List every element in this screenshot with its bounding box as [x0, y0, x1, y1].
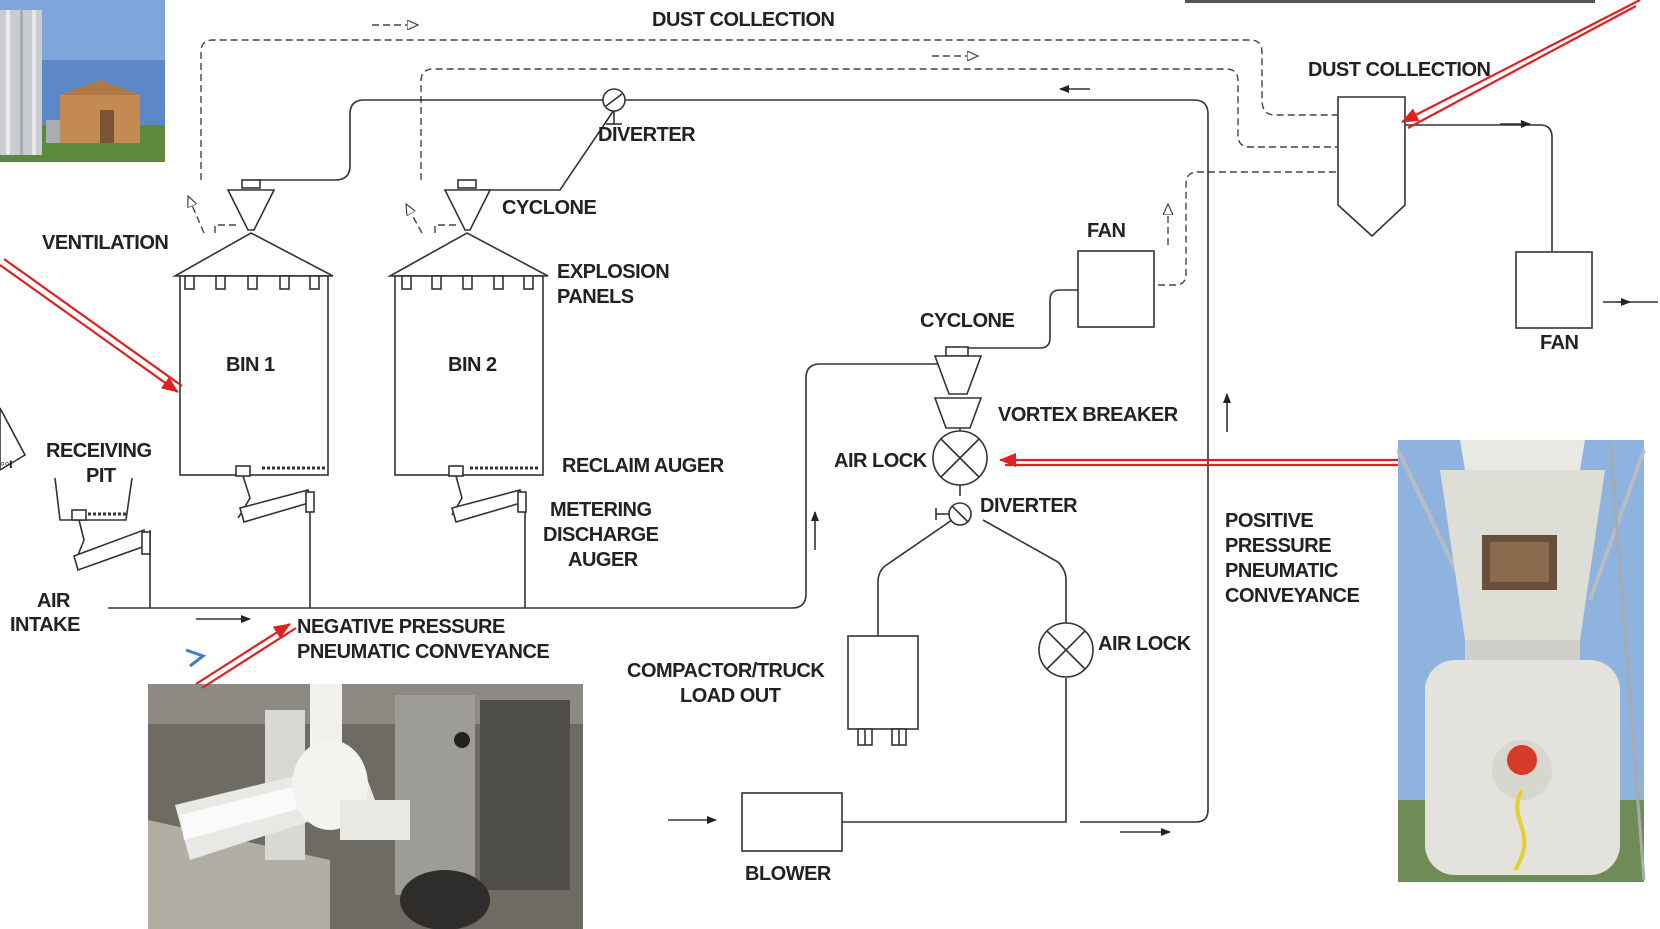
- label-positive-1: POSITIVE: [1225, 510, 1313, 532]
- label-dust-collection-top: DUST COLLECTION: [652, 9, 835, 31]
- diverter-mid: [935, 502, 972, 526]
- negative-pressure-line: [108, 120, 1658, 609]
- label-air-lock-low: AIR LOCK: [1098, 633, 1192, 655]
- label-reclaim-auger: RECLAIM AUGER: [562, 455, 725, 477]
- label-cyclone-bins: CYCLONE: [502, 197, 596, 219]
- fan-right: [1515, 251, 1593, 329]
- label-air-lock-mid: AIR LOCK: [834, 450, 928, 472]
- annotation-arrows: [0, 0, 1641, 689]
- label-air-intake-1: AIR: [37, 590, 71, 612]
- label-blower: BLOWER: [745, 863, 832, 885]
- label-positive-2: PRESSURE: [1225, 535, 1331, 557]
- label-air-intake-2: INTAKE: [10, 614, 80, 636]
- label-positive-3: PNEUMATIC: [1225, 560, 1338, 582]
- label-explosion-2: PANELS: [557, 286, 634, 308]
- label-ventilation: VENTILATION: [42, 232, 168, 254]
- silo-photo: [0, 0, 165, 162]
- label-positive-4: CONVEYANCE: [1225, 585, 1359, 607]
- label-dust-collection-right: DUST COLLECTION: [1308, 59, 1491, 81]
- label-receiving-1: RECEIVING: [46, 440, 152, 462]
- dust-collection-ducts: [188, 25, 1338, 286]
- compactor-truck: [847, 635, 919, 746]
- bin-1: [171, 179, 334, 523]
- diverter-top: [602, 88, 626, 125]
- mid-cyclone: [933, 346, 983, 429]
- label-fan-mid: FAN: [1087, 220, 1126, 242]
- bin-2: [386, 179, 549, 523]
- label-explosion-1: EXPLOSION: [557, 261, 669, 283]
- label-bin-2: BIN 2: [448, 354, 497, 376]
- pipe-tunnel-photo: [148, 684, 583, 929]
- label-compactor-2: LOAD OUT: [680, 685, 781, 707]
- label-bin-1: BIN 1: [226, 354, 275, 376]
- label-metering-2: DISCHARGE: [543, 524, 659, 546]
- fan-mid: [1077, 250, 1155, 328]
- label-cyclone-mid: CYCLONE: [920, 310, 1014, 332]
- cyclone-airlock-photo: [1396, 439, 1646, 882]
- label-vortex-breaker: VORTEX BREAKER: [998, 404, 1179, 426]
- positive-pressure-line: [196, 85, 1231, 836]
- label-negative-2: PNEUMATIC CONVEYANCE: [297, 641, 549, 663]
- blue-chevron-icon: [185, 648, 207, 668]
- blower: [741, 792, 843, 852]
- label-diverter-mid: DIVERTER: [980, 495, 1078, 517]
- label-compactor-1: COMPACTOR/TRUCK: [627, 660, 825, 682]
- label-metering-1: METERING: [550, 499, 652, 521]
- label-diverter-top: DIVERTER: [598, 124, 696, 146]
- label-fan-right: FAN: [1540, 332, 1579, 354]
- air-lock-mid: [932, 428, 988, 496]
- label-negative-1: NEGATIVE PRESSURE: [297, 616, 505, 638]
- air-lock-low: [1038, 622, 1094, 678]
- label-metering-3: AUGER: [568, 549, 639, 571]
- dust-collector: [1337, 96, 1406, 238]
- diagram-labels: DUST COLLECTION DUST COLLECTION DIVERTER…: [10, 9, 1579, 885]
- truck-wheel-icon: ◦◦ı: [0, 455, 12, 471]
- receiving-pit: ◦◦ı: [0, 407, 151, 572]
- label-receiving-2: PIT: [86, 465, 116, 487]
